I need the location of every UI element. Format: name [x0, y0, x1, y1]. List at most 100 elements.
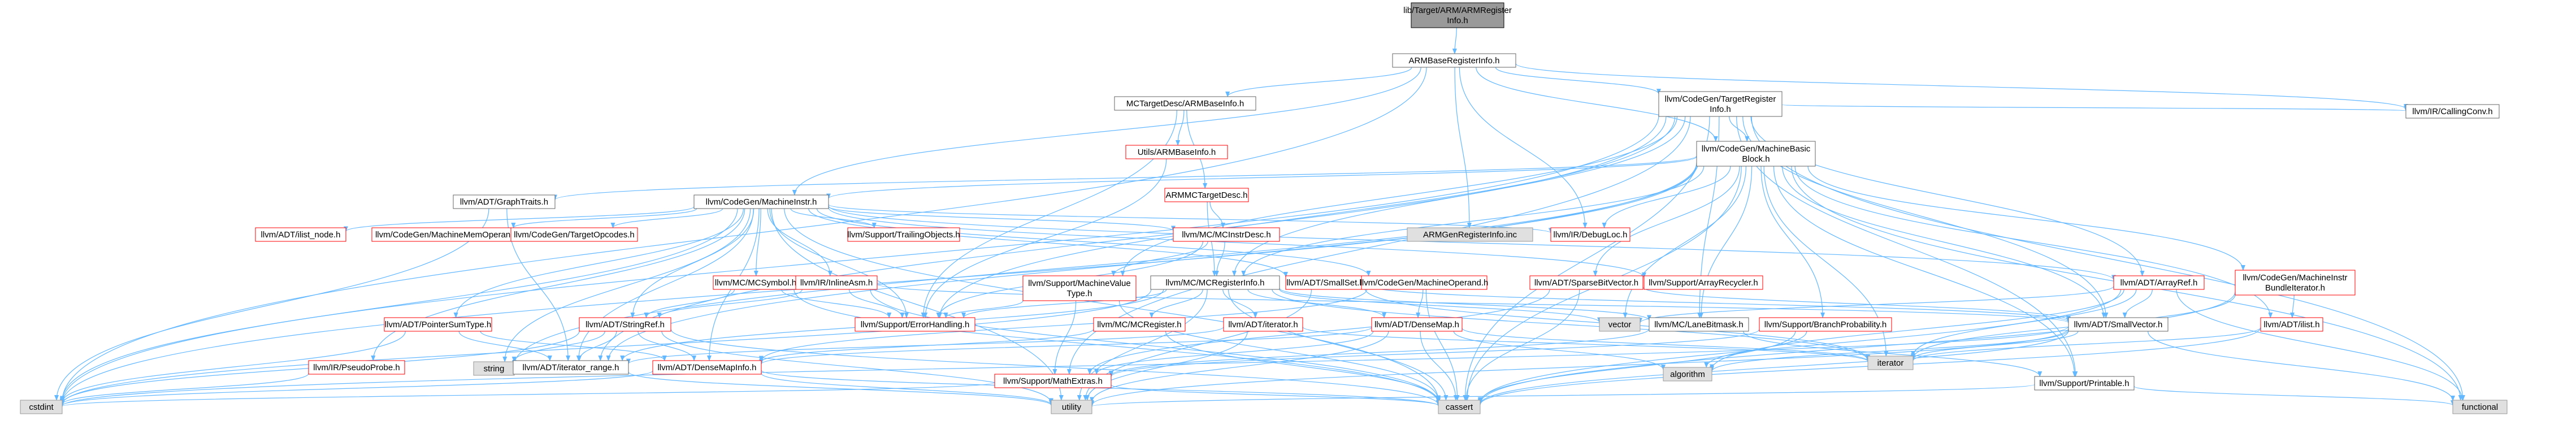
edge-minstr-to-pseudoprobe [371, 208, 745, 361]
edge-smallvec-to-functional [2148, 331, 2455, 402]
node-label: llvm/CodeGen/MachineInstr [2243, 273, 2347, 283]
node-box [510, 227, 638, 242]
node-sparsebv[interactable]: llvm/ADT/SparseBitVector.h [1529, 275, 1643, 290]
edge-printable-to-functional [2133, 385, 2455, 406]
node-label: llvm/IR/InlineAsm.h [800, 278, 873, 288]
node-box [2260, 317, 2323, 332]
node-label: BundleIterator.h [2265, 283, 2325, 293]
node-label: llvm/Support/ArrayRecycler.h [1649, 278, 1758, 288]
edge-minstr-to-mmo [511, 208, 697, 228]
node-armgen: ARMGenRegisterInfo.inc [1407, 227, 1533, 242]
node-box [579, 317, 671, 332]
node-minstr[interactable]: llvm/CodeGen/MachineInstr.h [693, 194, 829, 209]
edge-mbb-to-graphtraits [553, 155, 1697, 201]
node-mctdbase[interactable]: MCTargetDesc/ARMBaseInfo.h [1114, 96, 1256, 111]
edge-stringref-to-densemapinfo [638, 331, 697, 361]
node-mcinstrdesc[interactable]: llvm/MC/MCInstrDesc.h [1173, 227, 1280, 242]
node-label: llvm/Support/MathExtras.h [1003, 376, 1103, 386]
node-mop[interactable]: llvm/CodeGen/MachineOperand.h [1360, 275, 1489, 290]
node-label: llvm/ADT/PointerSumType.h [385, 320, 491, 330]
edge-mcinstrdesc-to-mcreginfo [1214, 241, 1225, 276]
node-inlineasm[interactable]: llvm/IR/InlineAsm.h [795, 275, 878, 290]
edge-ilist-to-iterator [1911, 327, 2261, 362]
edge-minstr-to-cstdint [60, 208, 738, 402]
node-pst[interactable]: llvm/ADT/PointerSumType.h [384, 317, 492, 332]
node-ilist[interactable]: llvm/ADT/ilist.h [2260, 317, 2323, 332]
node-mcreginfo[interactable]: llvm/MC/MCRegisterInfo.h [1150, 275, 1280, 290]
node-callconv[interactable]: llvm/IR/CallingConv.h [2405, 104, 2500, 119]
node-branchprob[interactable]: llvm/Support/BranchProbability.h [1759, 317, 1892, 332]
edge-mathextras-to-cstdint [60, 382, 995, 408]
edge-inlineasm-to-errh [848, 289, 905, 318]
edge-inlineasm-to-stringref [657, 289, 803, 318]
edge-printable-to-utility [1090, 384, 2035, 408]
node-utilsbase[interactable]: Utils/ARMBaseInfo.h [1125, 145, 1228, 159]
node-pseudoprobe[interactable]: llvm/IR/PseudoProbe.h [308, 360, 405, 375]
node-errh[interactable]: llvm/Support/ErrorHandling.h [855, 317, 975, 332]
node-printable[interactable]: llvm/Support/Printable.h [2034, 376, 2135, 391]
node-adtiter[interactable]: llvm/ADT/iterator.h [1223, 317, 1303, 332]
node-stringref[interactable]: llvm/ADT/StringRef.h [579, 317, 671, 332]
node-box [1759, 317, 1892, 332]
node-armbase[interactable]: ARMBaseRegisterInfo.h [1392, 53, 1516, 68]
edge-minstr-to-smallset [808, 208, 1288, 278]
node-mcregister[interactable]: llvm/MC/MCRegister.h [1093, 317, 1186, 332]
edge-mop-to-cassert [1425, 289, 1460, 401]
node-box [1223, 317, 1303, 332]
edge-lanebm-to-mathextras [1109, 328, 1650, 376]
node-box [2068, 317, 2169, 332]
edge-mcreginfo-to-lanebm [1279, 288, 1651, 321]
node-topc[interactable]: llvm/CodeGen/TargetOpcodes.h [510, 227, 638, 242]
node-box [1285, 275, 1365, 290]
node-label: llvm/MC/MCInstrDesc.h [1182, 230, 1271, 240]
node-label: llvm/MC/MCSymbol.h [715, 278, 796, 288]
node-densemap[interactable]: llvm/ADT/DenseMap.h [1371, 317, 1463, 332]
edge-densemap-to-mathextras [1094, 331, 1374, 375]
node-smallset[interactable]: llvm/ADT/SmallSet.h [1285, 275, 1365, 290]
node-dbgloc[interactable]: llvm/IR/DebugLoc.h [1550, 227, 1630, 242]
node-bundleiter[interactable]: llvm/CodeGen/MachineInstrBundleIterator.… [2235, 270, 2356, 296]
edge-tri-to-mbb [1729, 116, 1750, 142]
node-graphtraits[interactable]: llvm/ADT/GraphTraits.h [453, 194, 556, 209]
edge-armbase-to-mctdbase [1225, 67, 1412, 97]
node-label: llvm/MC/MCRegisterInfo.h [1165, 278, 1264, 288]
edge-inlineasm-to-smallvec [877, 283, 2071, 324]
node-label: llvm/CodeGen/MachineInstr.h [706, 197, 817, 207]
edge-minstr-to-dbgloc [828, 204, 1553, 234]
edge-branchprob-to-cassert [1478, 331, 1796, 403]
edge-minstr-to-utility [771, 208, 1064, 401]
edge-stringref-to-string [511, 331, 605, 362]
node-mmo[interactable]: llvm/CodeGen/MachineMemOperand.h [371, 227, 526, 242]
edge-adtiter-to-iterator [1302, 326, 1870, 362]
edge-arrayref-to-cassert [1478, 289, 2122, 404]
node-ilistnode[interactable]: llvm/ADT/ilist_node.h [255, 227, 346, 242]
node-box [1438, 400, 1481, 414]
node-box [1051, 400, 1092, 414]
edge-pst-to-cstdint [60, 331, 406, 404]
node-label: llvm/Support/Printable.h [2039, 379, 2129, 388]
node-lanebm[interactable]: llvm/MC/LaneBitmask.h [1649, 317, 1749, 332]
node-label: vector [1608, 320, 1632, 330]
edge-stringref-to-utility [661, 331, 1053, 404]
node-arrayrecycler[interactable]: llvm/Support/ArrayRecycler.h [1643, 275, 1763, 290]
node-label: llvm/ADT/DenseMap.h [1374, 320, 1459, 330]
edge-densemap-to-iterator [1462, 327, 1870, 362]
node-densemapinfo[interactable]: llvm/ADT/DenseMapInfo.h [652, 360, 762, 375]
node-trailing[interactable]: llvm/Support/TrailingObjects.h [847, 227, 960, 242]
node-smallvec[interactable]: llvm/ADT/SmallVector.h [2068, 317, 2169, 332]
node-mcsymbol[interactable]: llvm/MC/MCSymbol.h [713, 275, 799, 290]
edge-adtiter-to-iterrange [626, 326, 1224, 365]
node-label: llvm/Support/TrailingObjects.h [847, 230, 960, 240]
node-iterrange[interactable]: llvm/ADT/iterator_range.h [513, 360, 629, 375]
edge-densemapinfo-to-cstdint [60, 370, 653, 406]
node-box [1371, 317, 1463, 332]
node-arrayref[interactable]: llvm/ADT/ArrayRef.h [2113, 275, 2205, 290]
node-mathextras[interactable]: llvm/Support/MathExtras.h [994, 374, 1112, 388]
node-armmctd[interactable]: ARMMCTargetDesc.h [1164, 188, 1249, 202]
edge-armbase-to-mbb [1476, 67, 1718, 142]
node-box [2452, 400, 2508, 414]
